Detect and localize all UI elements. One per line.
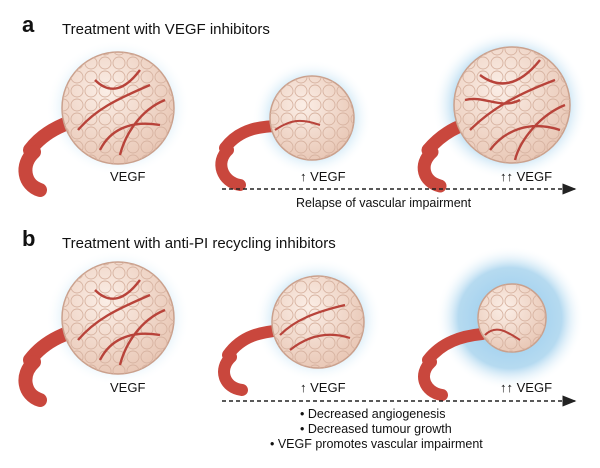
panel-a-label-2: ↑ VEGF	[300, 169, 346, 184]
panel-b-letter: b	[22, 226, 36, 251]
panel-a-title: Treatment with VEGF inhibitors	[62, 21, 270, 38]
panel-b-label-1: VEGF	[110, 380, 146, 395]
panel-b-label-2: ↑ VEGF	[300, 380, 346, 395]
tumour-a2	[215, 60, 372, 191]
tumour-b2	[218, 258, 382, 396]
panel-b-label-3: ↑↑ VEGF	[500, 380, 553, 395]
panel-a-arrow-caption: Relapse of vascular impairment	[296, 196, 472, 210]
tumour-a3	[417, 30, 588, 193]
panel-a-label-1: VEGF	[110, 169, 146, 184]
panel-a-label-3: ↑↑ VEGF	[500, 169, 553, 184]
panel-b-bullet-1: • Decreased angiogenesis	[300, 407, 446, 421]
tumour-b3	[418, 246, 584, 401]
tumour-a1	[18, 40, 190, 197]
panel-b-bullet-3: • VEGF promotes vascular impairment	[270, 437, 483, 451]
panel-b-bullet-2: • Decreased tumour growth	[300, 422, 452, 436]
tumour-b1	[18, 250, 190, 407]
panel-a-letter: a	[22, 12, 35, 37]
panel-b-title: Treatment with anti-PI recycling inhibit…	[62, 235, 336, 252]
